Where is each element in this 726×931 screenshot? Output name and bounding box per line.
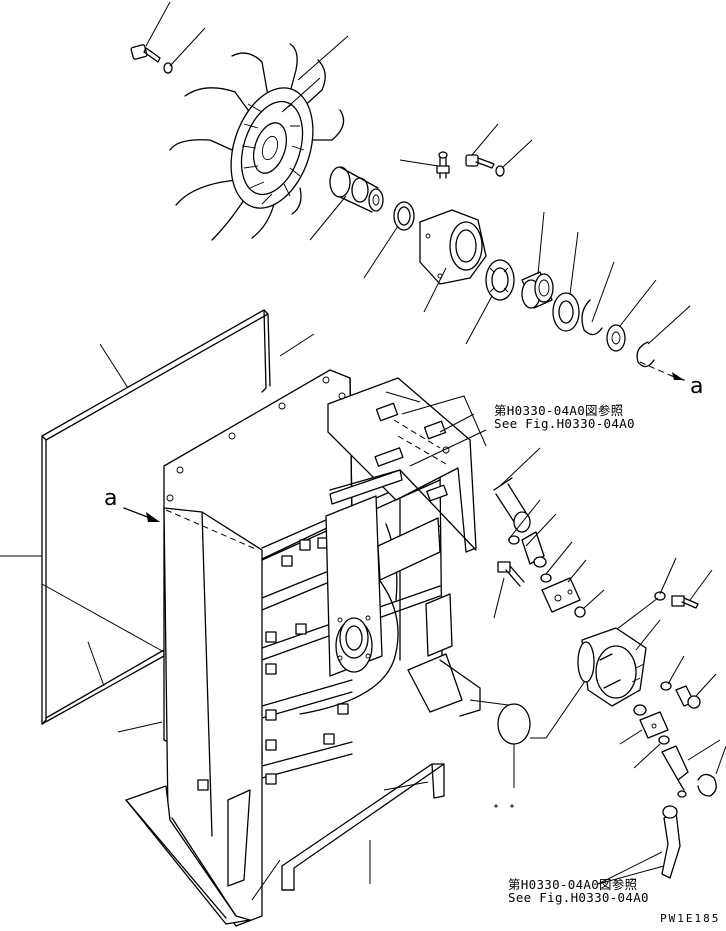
washer [606, 279, 657, 352]
view-arrow-right [639, 361, 685, 381]
ball-bearing [465, 259, 515, 345]
hose [597, 805, 681, 885]
flange-block [541, 559, 587, 613]
pulley-shaft [309, 166, 384, 241]
ball-bearing-2 [552, 231, 580, 332]
lower-o-ring [633, 704, 647, 716]
fan-bolt [130, 1, 206, 74]
view-marker-left: a [104, 486, 118, 511]
lower-o-ring-3 [677, 790, 687, 798]
split-flange [619, 711, 669, 745]
view-arrow-left [123, 507, 160, 522]
grease-fitting [399, 151, 450, 179]
retaining-ring [636, 305, 691, 368]
fan-shroud [117, 369, 443, 927]
banjo-bolt [493, 561, 525, 619]
drawing-code: PW1E185 [660, 912, 721, 925]
view-marker-right: a [690, 374, 704, 399]
reference-top-jp: 第H0330-04A0図参照 [494, 403, 624, 418]
reference-bottom-jp: 第H0330-04A0図参照 [508, 877, 638, 892]
o-ring-small-2 [540, 541, 573, 583]
elbow-fitting [521, 513, 557, 568]
side-bracket [377, 517, 517, 717]
reference-top-en: See Fig.H0330-04A0 [494, 416, 635, 431]
elbow-fitting-lower [661, 739, 721, 791]
o-ring-small [507, 499, 541, 545]
spacer [521, 211, 554, 309]
reference-bottom-en: See Fig.H0330-04A0 [508, 890, 649, 905]
bottom-guard [281, 763, 445, 891]
pump-fitting [675, 673, 717, 709]
mounting-plate [325, 495, 383, 677]
bearing-housing [419, 209, 487, 313]
cooling-fan [169, 43, 345, 241]
upper-bracket [327, 377, 487, 553]
lower-o-ring-2 [633, 735, 670, 769]
pump-o-ring [660, 655, 685, 691]
hose-clamp-fitting [697, 745, 726, 797]
hydraulic-pump [577, 619, 661, 707]
o-ring-3 [574, 589, 605, 618]
sensor-fitting [493, 447, 541, 533]
oil-seal [363, 201, 415, 279]
housing-bolt [465, 123, 533, 177]
snap-ring [581, 261, 615, 336]
